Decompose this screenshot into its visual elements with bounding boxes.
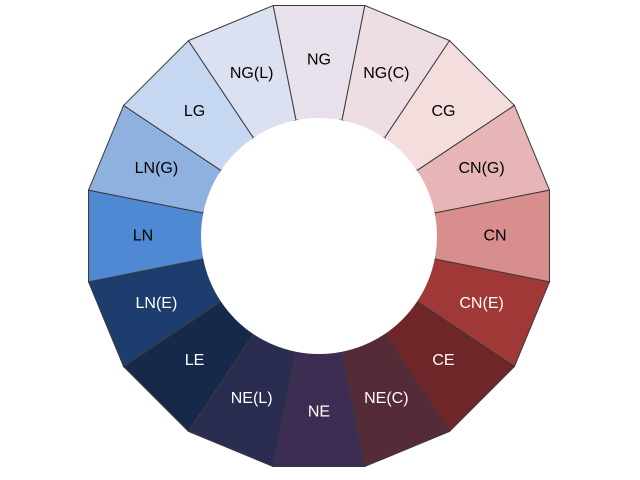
segment-label-ce: CE <box>432 352 454 369</box>
segment-label-le: LE <box>185 352 205 369</box>
segment-label-ln-e: LN(E) <box>136 295 178 312</box>
wheel-segments <box>87 4 551 468</box>
segment-label-ne: NE <box>308 404 330 421</box>
center-hole <box>201 118 437 354</box>
segment-label-ne-l: NE(L) <box>231 390 273 407</box>
segment-label-ng-c: NG(C) <box>363 65 409 82</box>
segment-label-ln-g: LN(G) <box>135 160 179 177</box>
segment-label-ln: LN <box>133 228 153 245</box>
segment-label-cn: CN <box>483 228 506 245</box>
segment-label-lg: LG <box>184 103 205 120</box>
segment-label-ng-l: NG(L) <box>230 65 274 82</box>
segment-label-cn-e: CN(E) <box>459 295 503 312</box>
segment-label-ng: NG <box>307 52 331 69</box>
segment-ng-l <box>187 4 297 139</box>
segment-label-cg: CG <box>431 103 455 120</box>
segment-label-ne-c: NE(C) <box>364 390 408 407</box>
wheel-labels: NG NG(C) CG CN(G) CN CN(E) CE NE(C) NE NE(L) LE LN(… <box>133 52 507 421</box>
segment-label-cn-g: CN(G) <box>458 160 504 177</box>
